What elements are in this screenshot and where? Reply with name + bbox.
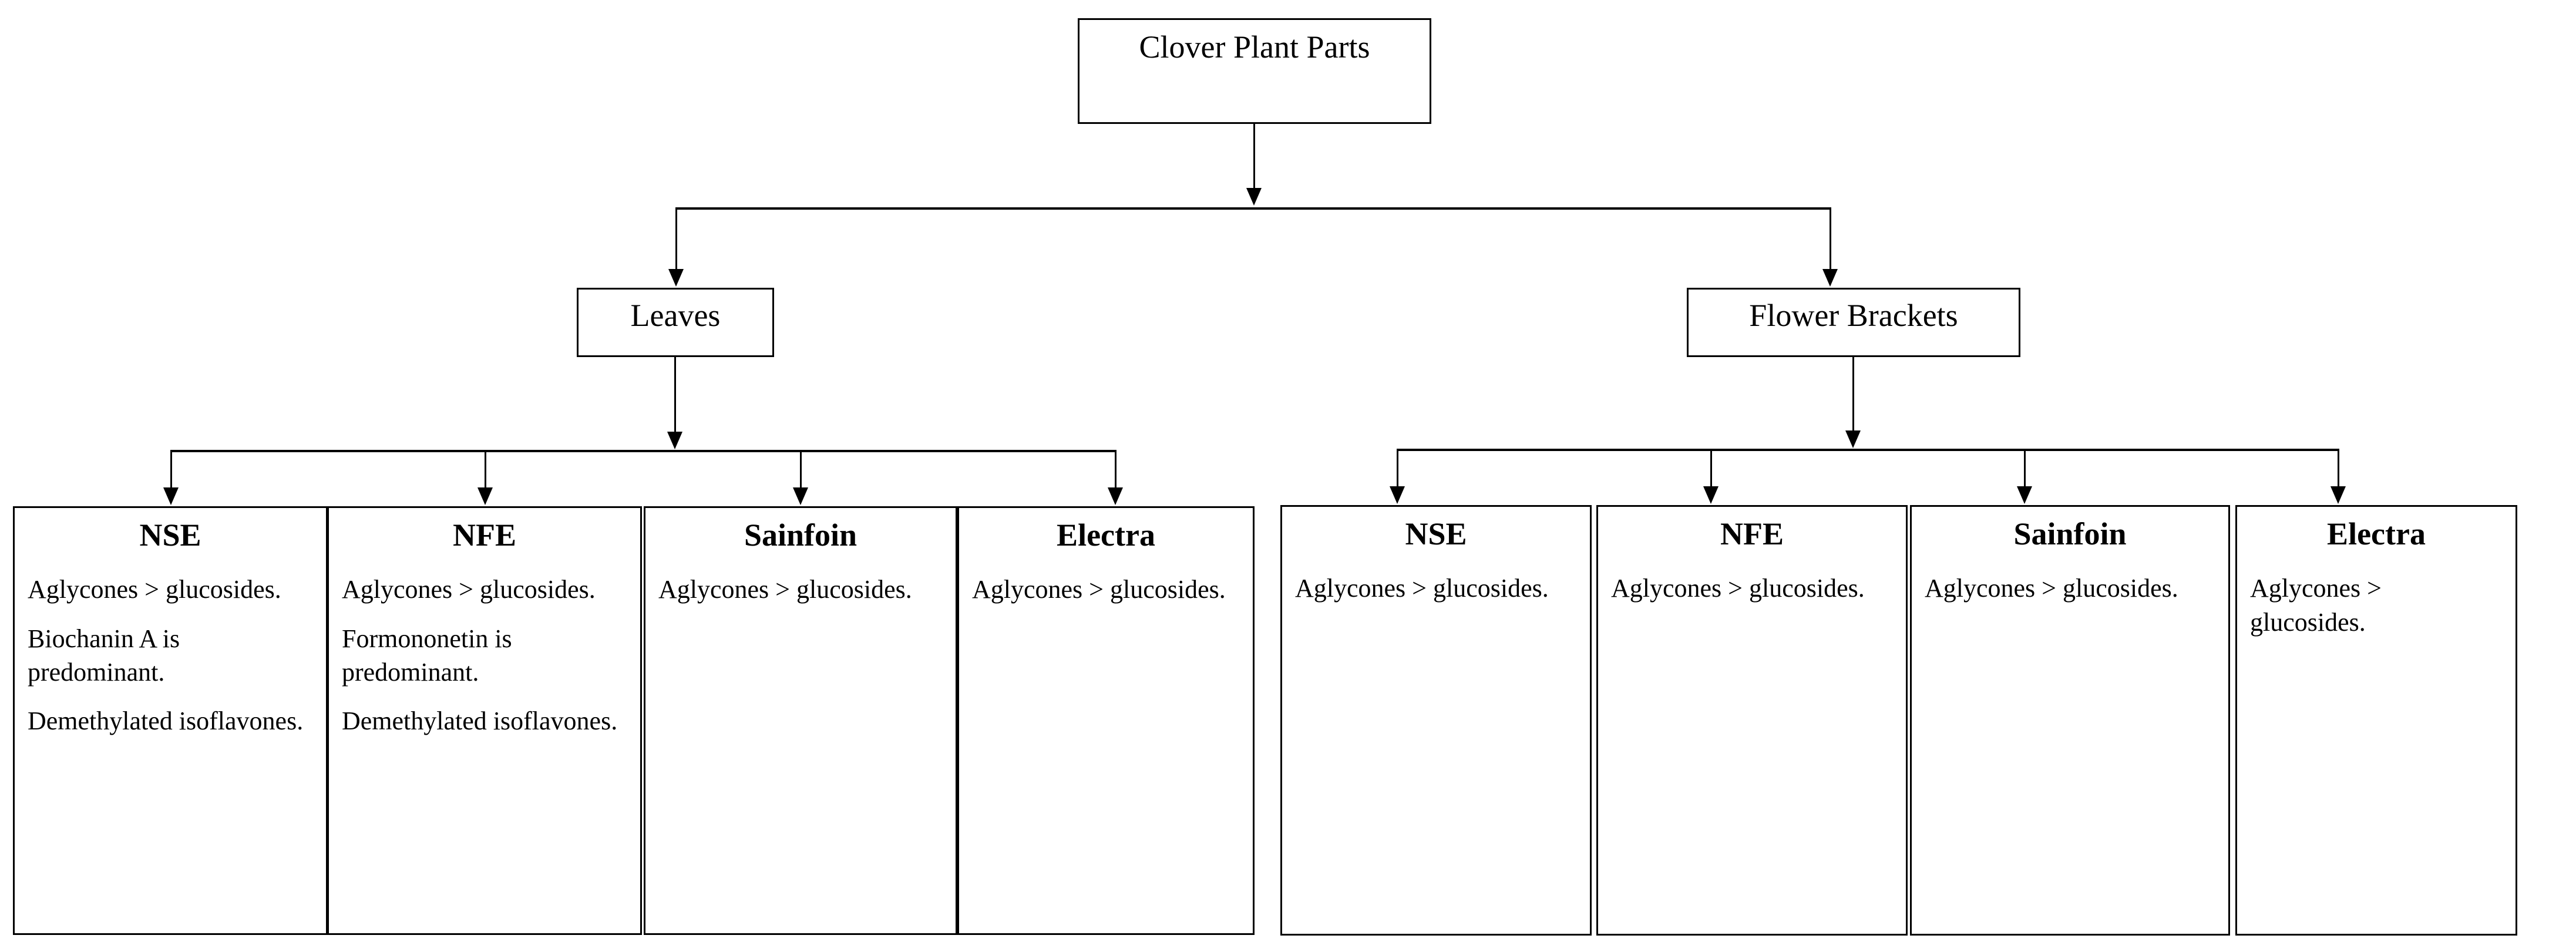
arrow-leaves-to-bus — [667, 432, 682, 449]
connector-leaves-stem — [674, 357, 676, 433]
node-paragraph: Demethylated isoflavones. — [28, 707, 304, 736]
node-body: Aglycones > glucosides. — [1598, 551, 1906, 605]
node-leaves-nse[interactable]: NSE Aglycones > glucosides. Biochanin A … — [13, 506, 328, 935]
node-body: Aglycones > glucosides. Biochanin A is p… — [15, 553, 326, 738]
connector-fb-drop-1 — [1397, 449, 1398, 489]
arrow-leaves-child-2 — [477, 487, 493, 505]
node-paragraph: Demethylated isoflavones. — [342, 707, 618, 736]
arrow-fb-child-3 — [2017, 486, 2032, 504]
node-leaves-nfe[interactable]: NFE Aglycones > glucosides. Formononetin… — [327, 506, 642, 935]
node-body: Aglycones > glucosides. — [1912, 551, 2228, 605]
arrow-fb-child-1 — [1390, 486, 1405, 504]
connector-leaves-drop-1 — [170, 450, 172, 490]
connector-level1-bus — [675, 207, 1831, 210]
arrow-fb-to-bus — [1845, 430, 1861, 448]
node-paragraph: Biochanin A is predominant. — [28, 624, 180, 687]
connector-leaves-drop-2 — [485, 450, 486, 490]
node-paragraph: Aglycones > glucosides. — [342, 575, 596, 604]
connector-fb-stem — [1852, 357, 1854, 432]
node-flower-brackets[interactable]: Flower Brackets — [1687, 288, 2020, 357]
connector-bus-to-leaves — [675, 207, 677, 272]
node-title: Sainfoin — [744, 517, 857, 553]
node-fb-nfe[interactable]: NFE Aglycones > glucosides. — [1596, 505, 1908, 936]
node-title: Flower Brackets — [1749, 298, 1958, 333]
node-title: Leaves — [630, 298, 721, 333]
node-body: Aglycones > glucosides. — [959, 553, 1253, 606]
node-title: NFE — [1720, 516, 1784, 551]
arrow-to-flower-brackets — [1822, 269, 1838, 287]
node-body: Aglycones > glucosides. — [1282, 551, 1590, 605]
arrow-leaves-child-1 — [163, 487, 179, 505]
node-title: NSE — [139, 517, 201, 553]
connector-fb-bus — [1397, 449, 2338, 451]
connector-bus-to-flower-brackets — [1830, 207, 1831, 272]
node-leaves-sainfoin[interactable]: Sainfoin Aglycones > glucosides. — [644, 506, 957, 935]
node-body: Aglycones > glucosides. — [645, 553, 956, 606]
node-leaves-electra[interactable]: Electra Aglycones > glucosides. — [957, 506, 1255, 935]
node-paragraph: Aglycones > glucosides. — [28, 575, 281, 604]
connector-fb-drop-2 — [1710, 449, 1712, 489]
node-fb-electra[interactable]: Electra Aglycones > glucosides. — [2235, 505, 2517, 936]
arrow-leaves-child-4 — [1108, 487, 1123, 505]
node-paragraph: Aglycones > glucosides. — [1611, 574, 1865, 603]
node-title: Sainfoin — [2013, 516, 2127, 551]
node-title: NFE — [453, 517, 516, 553]
node-body: Aglycones > glucosides. Formononetin is … — [329, 553, 640, 738]
node-title: NSE — [1405, 516, 1467, 551]
connector-fb-drop-3 — [2024, 449, 2026, 489]
node-body: Aglycones > glucosides. — [2237, 551, 2516, 638]
node-paragraph: Formononetin is predominant. — [342, 624, 512, 687]
node-paragraph: Aglycones > glucosides. — [658, 575, 912, 604]
arrow-fb-child-2 — [1703, 486, 1719, 504]
arrow-fb-child-4 — [2330, 486, 2346, 504]
node-paragraph: Aglycones > glucosides. — [2250, 574, 2382, 637]
node-paragraph: Aglycones > glucosides. — [1925, 574, 2178, 603]
connector-leaves-drop-3 — [800, 450, 802, 490]
arrow-leaves-child-3 — [793, 487, 808, 505]
node-title: Electra — [1057, 517, 1155, 553]
connector-fb-drop-4 — [2338, 449, 2339, 489]
node-title: Electra — [2327, 516, 2426, 551]
connector-leaves-drop-4 — [1115, 450, 1117, 490]
node-fb-nse[interactable]: NSE Aglycones > glucosides. — [1280, 505, 1592, 936]
connector-root-stem — [1253, 124, 1255, 190]
node-clover-plant-parts[interactable]: Clover Plant Parts — [1078, 18, 1431, 124]
node-fb-sainfoin[interactable]: Sainfoin Aglycones > glucosides. — [1910, 505, 2230, 936]
node-paragraph: Aglycones > glucosides. — [1295, 574, 1549, 603]
node-paragraph: Aglycones > glucosides. — [972, 575, 1226, 604]
arrow-root-to-bus — [1246, 188, 1262, 206]
connector-leaves-bus — [170, 450, 1116, 452]
arrow-to-leaves — [668, 269, 684, 287]
node-leaves[interactable]: Leaves — [577, 288, 774, 357]
node-title: Clover Plant Parts — [1139, 29, 1370, 65]
